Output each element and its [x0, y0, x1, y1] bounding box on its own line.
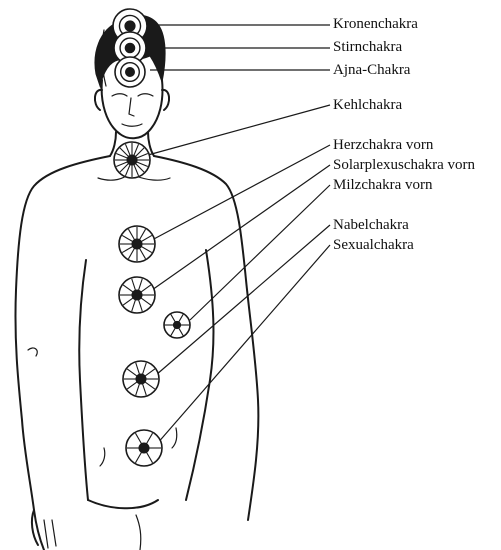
label-ajna-chakra: Ajna-Chakra	[333, 62, 410, 78]
leader-sexual	[156, 245, 330, 445]
label-kehlchakra: Kehlchakra	[333, 97, 402, 113]
chakra-solar	[119, 277, 155, 313]
label-stirnchakra: Stirnchakra	[333, 39, 402, 55]
chakra-herz	[119, 226, 155, 262]
chakra-nabel	[123, 361, 159, 397]
chakra-layer	[113, 9, 190, 466]
label-sexualchakra: Sexualchakra	[333, 237, 414, 253]
face	[102, 80, 163, 138]
chakra-sexual	[126, 430, 162, 466]
torso-left	[15, 156, 110, 550]
label-milzchakra: Milzchakra vorn	[333, 177, 433, 193]
chakra-ajna	[115, 57, 145, 87]
leader-milz	[190, 185, 330, 320]
leader-lines	[144, 25, 330, 445]
label-nabelchakra: Nabelchakra	[333, 217, 409, 233]
label-solarplexuschakra: Solarplexuschakra vorn	[333, 157, 475, 173]
leader-herz	[152, 145, 330, 240]
label-kronenchakra: Kronenchakra	[333, 16, 418, 32]
leader-kehl	[148, 105, 330, 155]
chakra-kehl	[114, 142, 150, 178]
label-herzchakra: Herzchakra vorn	[333, 137, 433, 153]
chakra-milz	[164, 312, 190, 338]
